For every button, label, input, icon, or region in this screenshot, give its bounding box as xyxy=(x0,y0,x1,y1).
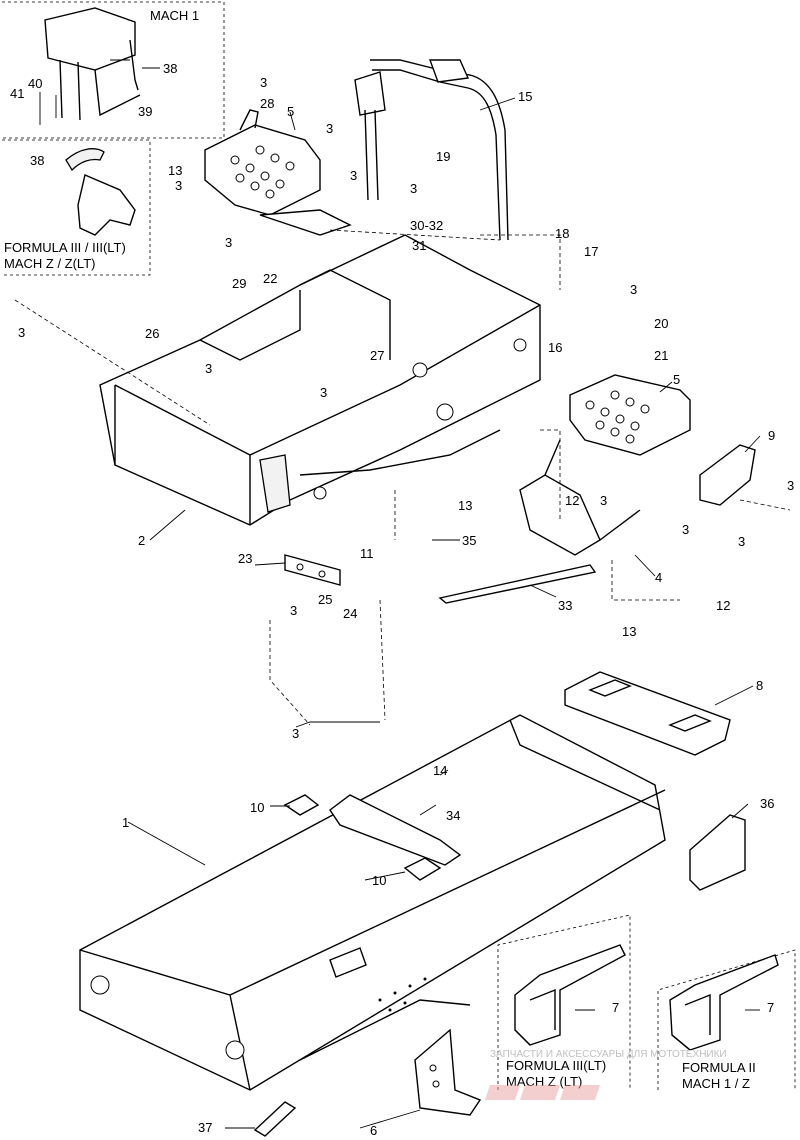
inset-formula3lt-machzlt: FORMULA III(LT) MACH Z (LT) xyxy=(497,914,631,1090)
callout-37: 37 xyxy=(198,1120,212,1135)
formula3lt-line1: FORMULA III(LT) xyxy=(506,1058,606,1073)
bracket-9-part xyxy=(699,444,756,506)
callout-3-d: 3 xyxy=(350,168,357,183)
callout-3-c: 3 xyxy=(175,178,182,193)
callout-3-e: 3 xyxy=(410,181,417,196)
small-bracket-10-b xyxy=(403,857,442,881)
callout-2: 2 xyxy=(138,533,145,548)
callout-6: 6 xyxy=(370,1123,377,1138)
callout-17: 17 xyxy=(584,244,598,259)
callout-4: 4 xyxy=(655,570,662,585)
callout-3-m: 3 xyxy=(682,522,689,537)
callout-13-a: 13 xyxy=(168,163,182,178)
leader-lines xyxy=(110,59,761,1129)
tunnel-part xyxy=(79,714,666,1091)
callout-22: 22 xyxy=(263,271,277,286)
callout-20: 20 xyxy=(654,316,668,331)
callout-38-b: 38 xyxy=(30,153,44,168)
callout-21: 21 xyxy=(654,348,668,363)
callout-12-a: 12 xyxy=(565,493,579,508)
callout-3-a: 3 xyxy=(260,75,267,90)
callout-9: 9 xyxy=(768,428,775,443)
formula2-line1: FORMULA II xyxy=(682,1060,756,1075)
callout-3-g: 3 xyxy=(18,325,25,340)
fastener-guides xyxy=(14,229,791,726)
callout-3-h: 3 xyxy=(205,361,212,376)
callout-19: 19 xyxy=(436,149,450,164)
main-frame-part xyxy=(99,234,541,526)
footrest-left-part xyxy=(204,109,352,236)
callout-18: 18 xyxy=(555,226,569,241)
callout-33: 33 xyxy=(558,598,572,613)
callout-13-c: 13 xyxy=(622,624,636,639)
callout-3-k: 3 xyxy=(600,493,607,508)
bar-37-part xyxy=(253,1101,297,1137)
callout-40: 40 xyxy=(28,76,42,91)
skid-33-part xyxy=(438,564,597,604)
callout-27: 27 xyxy=(370,348,384,363)
plate-8-part xyxy=(564,671,731,756)
callout-3-b: 3 xyxy=(326,121,333,136)
callout-29: 29 xyxy=(232,276,246,291)
hinge-23-part xyxy=(284,554,341,586)
callout-12-b: 12 xyxy=(716,598,730,613)
callout-3-p: 3 xyxy=(292,726,299,741)
callout-labels: 1 2 3 3 3 3 3 3 3 3 3 3 3 3 3 3 3 3 4 5 … xyxy=(10,61,794,1138)
callout-3-l: 3 xyxy=(787,478,794,493)
callout-28: 28 xyxy=(260,96,274,111)
watermark-logo xyxy=(485,1085,600,1100)
callout-10-b: 10 xyxy=(372,873,386,888)
callout-1: 1 xyxy=(122,815,129,830)
callout-5-b: 5 xyxy=(673,372,680,387)
callout-24: 24 xyxy=(343,606,357,621)
bracket-36-part xyxy=(689,814,746,891)
formula2-line2: MACH 1 / Z xyxy=(682,1076,750,1091)
callout-39: 39 xyxy=(138,104,152,119)
callout-30-32: 30-32 xyxy=(410,218,443,233)
callout-23: 23 xyxy=(238,551,252,566)
callout-3-f: 3 xyxy=(225,235,232,250)
callout-5-a: 5 xyxy=(287,104,294,119)
formula3-machz-line2: MACH Z / Z(LT) xyxy=(4,256,95,271)
callout-36: 36 xyxy=(760,796,774,811)
callout-41: 41 xyxy=(10,86,24,101)
callout-26: 26 xyxy=(145,326,159,341)
inset-mach1: MACH 1 xyxy=(2,1,225,139)
inset-formula2-mach1z: FORMULA II MACH 1 / Z xyxy=(657,949,796,1091)
callout-10-a: 10 xyxy=(250,800,264,815)
callout-13-b: 13 xyxy=(458,498,472,513)
callout-3-o: 3 xyxy=(290,603,297,618)
callout-3-i: 3 xyxy=(320,385,327,400)
watermark: ЗАПЧАСТИ И АКСЕССУАРЫ ДЛЯ МОТОТЕХНИКИ xyxy=(485,1049,727,1100)
callout-7-a: 7 xyxy=(612,1000,619,1015)
callout-3-j: 3 xyxy=(630,282,637,297)
callout-11: 11 xyxy=(360,546,374,561)
callout-7-b: 7 xyxy=(767,1000,774,1015)
steering-support-part xyxy=(354,59,509,241)
callout-31: 31 xyxy=(412,238,426,253)
callout-14: 14 xyxy=(433,763,447,778)
callout-3-n: 3 xyxy=(738,534,745,549)
inset-formula3-machz: FORMULA III / III(LT) MACH Z / Z(LT) xyxy=(2,139,151,276)
callout-35: 35 xyxy=(462,533,476,548)
callout-16: 16 xyxy=(548,340,562,355)
rail-34-part xyxy=(329,794,462,866)
bracket-6-part xyxy=(414,1028,482,1116)
callout-34: 34 xyxy=(446,808,460,823)
watermark-text: ЗАПЧАСТИ И АКСЕССУАРЫ ДЛЯ МОТОТЕХНИКИ xyxy=(490,1049,727,1060)
callout-8: 8 xyxy=(756,678,763,693)
callout-15: 15 xyxy=(518,89,532,104)
bracket-4-part xyxy=(519,439,641,556)
footrest-right-part xyxy=(569,374,691,456)
callout-38-a: 38 xyxy=(163,61,177,76)
formula3-machz-line1: FORMULA III / III(LT) xyxy=(4,240,126,255)
small-bracket-10-a xyxy=(283,794,320,816)
mach1-title: MACH 1 xyxy=(150,8,199,23)
callout-25: 25 xyxy=(318,592,332,607)
